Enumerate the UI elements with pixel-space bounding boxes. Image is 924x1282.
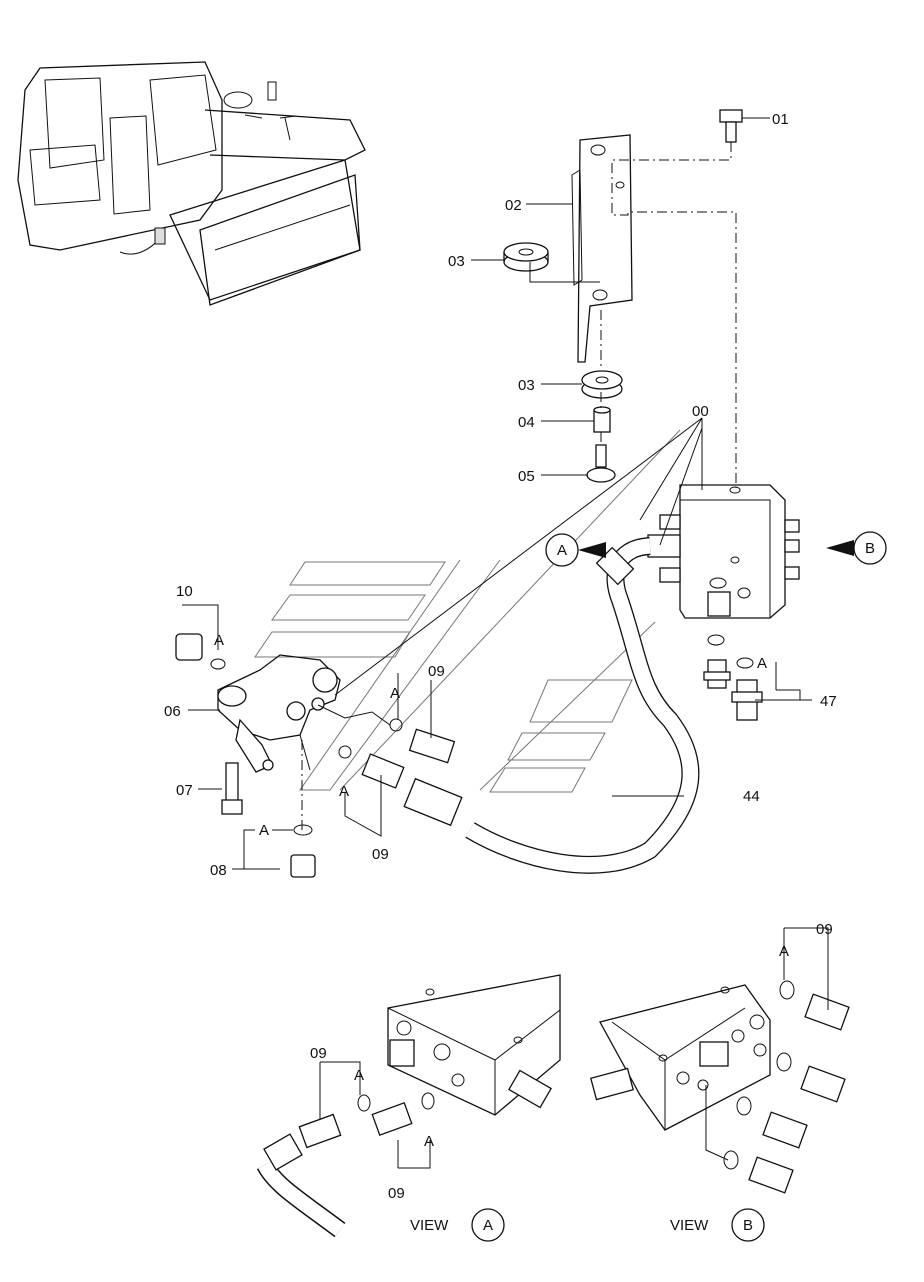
- seal-mark-a-view-a-left: A: [354, 1067, 364, 1084]
- seal-mark-a-block: A: [757, 655, 767, 672]
- callout-00: 00: [692, 403, 709, 420]
- view-b-detail: [590, 980, 850, 1194]
- leader-lines: [182, 117, 829, 1169]
- hose-44: [403, 537, 700, 874]
- view-b-caption-label: VIEW: [670, 1217, 709, 1234]
- view-arrow-a-label: A: [557, 542, 567, 559]
- callout-47: 47: [820, 693, 837, 710]
- callout-03-bottom: 03: [518, 377, 535, 394]
- view-arrow-b: B: [826, 531, 887, 565]
- callout-09-valve-upper: 09: [428, 663, 445, 680]
- view-a-detail: [256, 974, 561, 1238]
- seal-mark-a-cap: A: [214, 632, 224, 649]
- view-a-caption: VIEW A: [410, 1208, 505, 1242]
- callout-labels: 01 02 03 03 04 05 00 10 06 07 08 09 09 0…: [164, 111, 837, 1202]
- bracket-assembly: [503, 109, 743, 488]
- callout-10: 10: [176, 583, 193, 600]
- seal-marks: A A A A A A A A: [214, 632, 789, 1150]
- view-a-caption-label: VIEW: [410, 1217, 449, 1234]
- view-b-caption: VIEW B: [670, 1208, 765, 1242]
- seal-mark-a-port: A: [390, 685, 400, 702]
- view-arrow-a: A: [545, 533, 606, 567]
- callout-08: 08: [210, 862, 227, 879]
- callout-02: 02: [505, 197, 522, 214]
- view-b-caption-letter: B: [743, 1217, 753, 1234]
- callout-09-view-a-left: 09: [310, 1045, 327, 1062]
- callout-07: 07: [176, 782, 193, 799]
- callout-03-top: 03: [448, 253, 465, 270]
- callout-09-view-b: 09: [816, 921, 833, 938]
- view-arrow-b-label: B: [865, 540, 875, 557]
- seal-mark-a-view-b: A: [779, 943, 789, 960]
- excavator-location-thumbnail: [17, 61, 366, 306]
- seal-mark-a-lower: A: [339, 783, 349, 800]
- callout-09-view-a-bottom: 09: [388, 1185, 405, 1202]
- callout-44: 44: [743, 788, 760, 805]
- seal-mark-a-plug: A: [259, 822, 269, 839]
- callout-04: 04: [518, 414, 535, 431]
- fittings-47: [703, 634, 763, 721]
- watermark-logo: [254, 429, 681, 793]
- callout-06: 06: [164, 703, 181, 720]
- callout-05: 05: [518, 468, 535, 485]
- seal-mark-a-view-a-right: A: [424, 1133, 434, 1150]
- callout-01: 01: [772, 111, 789, 128]
- valve-block: [647, 484, 800, 619]
- bolt-01: [719, 109, 743, 143]
- selector-valve-06: [175, 633, 456, 878]
- callout-09-valve-lower: 09: [372, 846, 389, 863]
- view-a-caption-letter: A: [483, 1217, 493, 1234]
